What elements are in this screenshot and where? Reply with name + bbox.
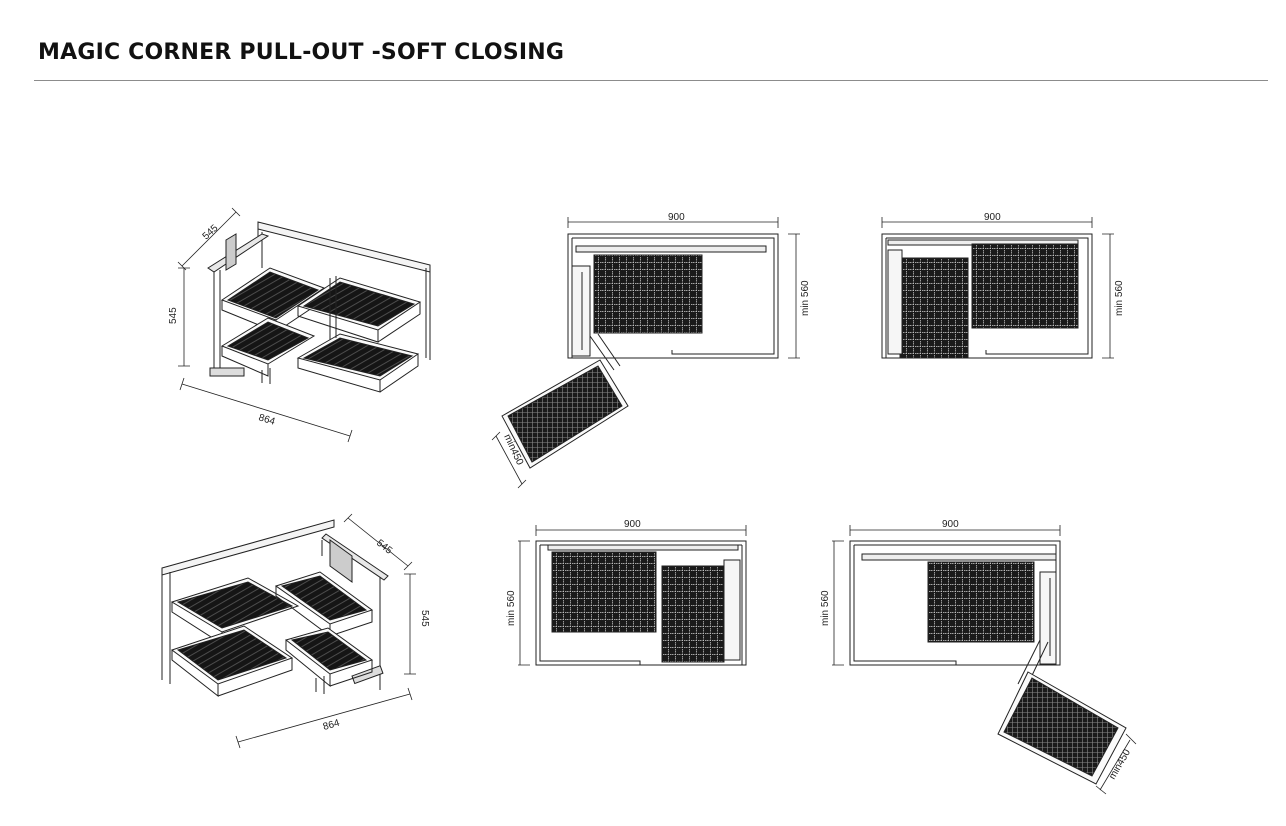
plan-view-top-right (881, 217, 1114, 359)
page-title: MAGIC CORNER PULL-OUT -SOFT CLOSING (38, 40, 565, 65)
iso-view-bottom (161, 513, 416, 749)
iso-top-height-label: 545 (168, 307, 179, 324)
plan-view-bottom-right (832, 525, 1137, 795)
plan-tl-width-label: 900 (668, 212, 685, 223)
iso-bottom-depth-label: 545 (374, 538, 394, 557)
title-divider (34, 80, 1268, 81)
plan-tl-depth-label: min 560 (800, 280, 811, 316)
plan-br-width-label: 900 (942, 519, 959, 530)
plan-tr-depth-label: min 560 (1114, 280, 1125, 316)
iso-top-width-label: 864 (257, 412, 277, 428)
plan-bl-width-label: 900 (624, 519, 641, 530)
iso-bottom-height-label: 545 (419, 610, 430, 627)
iso-bottom-width-label: 864 (322, 718, 341, 733)
plan-bl-depth-label: min 560 (506, 590, 517, 626)
iso-view-top (177, 207, 431, 443)
plan-view-bottom-left (518, 525, 747, 666)
iso-top-depth-label: 545 (201, 223, 221, 243)
plan-view-top-left (491, 217, 800, 489)
plan-tr-width-label: 900 (984, 212, 1001, 223)
plan-br-depth-label: min 560 (820, 590, 831, 626)
